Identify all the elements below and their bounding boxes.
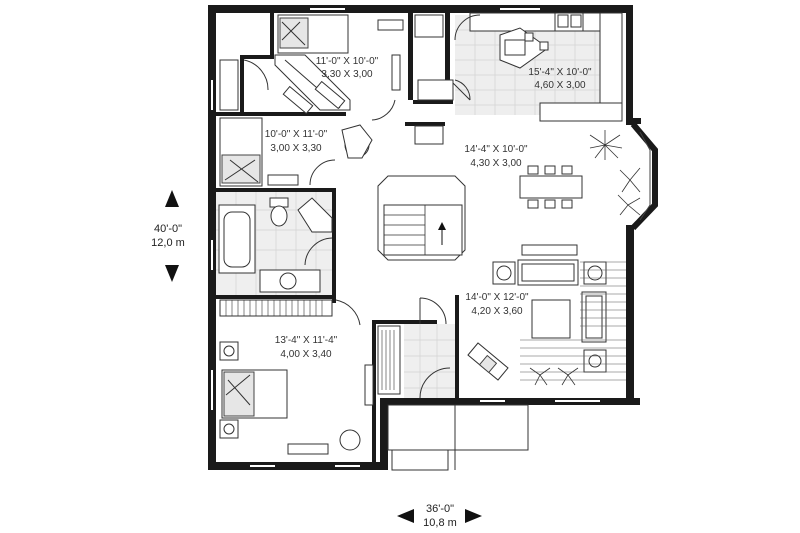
kitchen-dim-imperial: 15'-4" X 10'-0" xyxy=(528,67,592,78)
bedroom-2-dim-imperial: 11'-0" X 10'-0" xyxy=(316,56,379,67)
depth-metric: 12,0 m xyxy=(151,237,185,249)
kitchen-dim-metric: 4,60 X 3,00 xyxy=(534,80,586,91)
dining xyxy=(519,165,641,216)
depth-dimension: 40'-0" 12,0 m xyxy=(151,190,185,282)
depth-imperial: 40'-0" xyxy=(154,223,182,235)
arrow-up-icon xyxy=(165,190,179,207)
bedroom-3-dim-imperial: 10'-0" X 11'-0" xyxy=(265,129,328,140)
entry xyxy=(377,297,529,471)
master-bedroom xyxy=(219,299,374,455)
width-dimension: 36'-0" 10,8 m xyxy=(397,503,482,529)
living-dim-metric: 4,20 X 3,60 xyxy=(471,306,523,317)
master-dim-imperial: 13'-4" X 11'-4" xyxy=(275,335,338,346)
width-imperial: 36'-0" xyxy=(426,503,454,515)
dining-dim-imperial: 14'-4" X 10'-0" xyxy=(464,144,528,155)
windows xyxy=(211,8,600,467)
bedroom-3-dim-metric: 3,00 X 3,30 xyxy=(270,143,322,154)
dining-dim-metric: 4,30 X 3,00 xyxy=(470,158,522,169)
arrow-left-icon xyxy=(397,509,414,523)
exterior-walls xyxy=(208,5,658,470)
master-dim-metric: 4,00 X 3,40 xyxy=(280,349,332,360)
interior-walls xyxy=(216,5,459,465)
bedroom-2-dim-metric: 3,30 X 3,00 xyxy=(321,69,373,80)
kitchen xyxy=(414,12,623,160)
bedroom-3 xyxy=(219,59,396,187)
living-dim-imperial: 14'-0" X 12'-0" xyxy=(465,292,529,303)
arrow-down-icon xyxy=(165,265,179,282)
width-metric: 10,8 m xyxy=(423,517,457,529)
living-room xyxy=(467,244,626,386)
room-labels: 11'-0" X 10'-0" 3,30 X 3,00 15'-4" X 10'… xyxy=(265,56,592,360)
plant-icon xyxy=(589,130,623,160)
staircase xyxy=(377,175,466,261)
arrow-right-icon xyxy=(465,509,482,523)
bathroom xyxy=(216,192,333,295)
